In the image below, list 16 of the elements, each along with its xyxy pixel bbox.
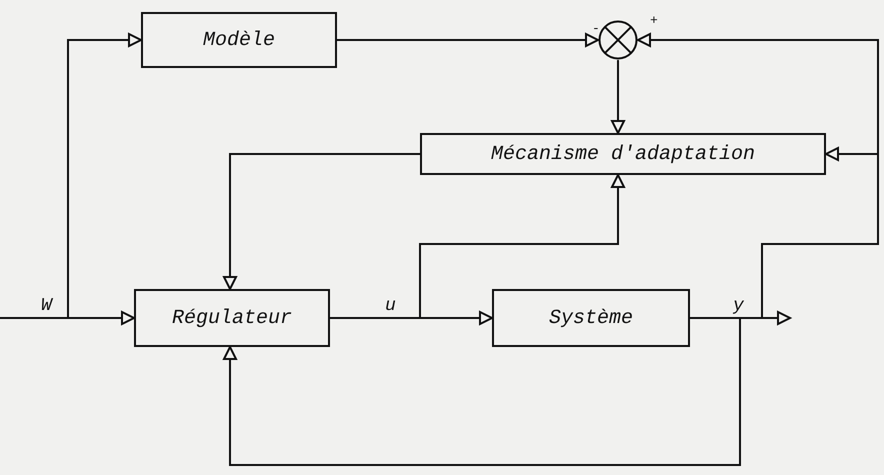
process-box	[141, 12, 337, 68]
process-box	[420, 133, 826, 175]
sign-label: -	[592, 22, 600, 35]
summing-junction	[598, 20, 638, 60]
sign-label: +	[650, 14, 658, 27]
box-label: Modèle	[202, 28, 275, 52]
arrow	[337, 33, 599, 47]
arrow	[223, 153, 420, 290]
arrow	[0, 33, 142, 319]
arrow	[223, 317, 741, 466]
box-label: Système	[548, 306, 633, 330]
process-box	[134, 289, 330, 347]
box-label: Régulateur	[172, 306, 292, 330]
process-box	[492, 289, 690, 347]
arrow	[611, 60, 625, 134]
box-label: Mécanisme d'adaptation	[490, 142, 756, 166]
